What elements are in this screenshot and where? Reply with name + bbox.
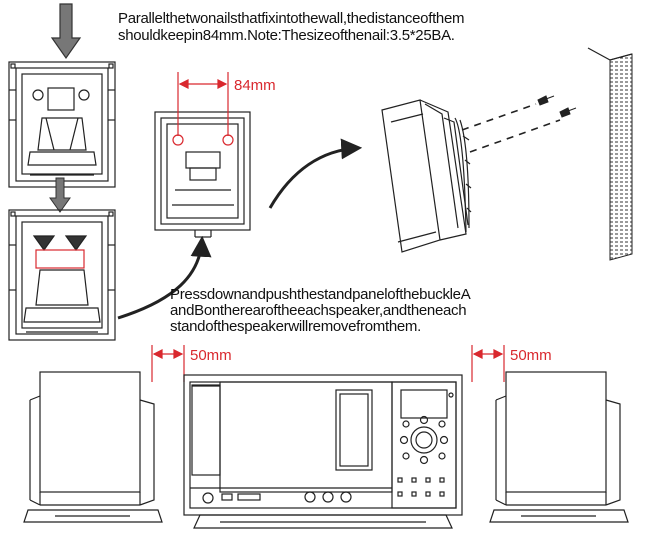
wall-mount-instruction-line-1: Parallelthetwonailsthatfixintothewall,th…	[118, 10, 465, 27]
speaker-right	[489, 371, 629, 523]
right-clearance-label: 50mm	[510, 347, 552, 364]
main-unit	[183, 374, 463, 529]
bracket-nail-spacing	[154, 111, 251, 238]
stand-removal-instruction-line-1: Pressdownandpushthestandpanelofthebuckle…	[170, 286, 471, 303]
right-clearance-dimension	[471, 345, 505, 382]
left-clearance-label: 50mm	[190, 347, 232, 364]
stand-removal-instruction-line-3: standofthespeakerwillremovefromthem.	[170, 318, 421, 335]
bracket-step-bottom	[8, 209, 116, 341]
speaker-left	[23, 371, 163, 523]
bracket-step-top	[8, 3, 116, 188]
wall	[587, 47, 633, 261]
wall-mount-instruction-line-2: shouldkeepin84mm.Note:Thesizeofthenail:3…	[118, 27, 455, 44]
curved-arrow-up	[117, 235, 212, 320]
down-arrow-icon	[49, 177, 71, 213]
nail-guide-lines	[461, 103, 561, 153]
stand-removal-instruction-line-2: andBontherearoftheeachspeaker,andtheneac…	[170, 302, 467, 319]
left-clearance-dimension	[151, 345, 185, 382]
nail-icon	[537, 95, 577, 118]
nail-spacing-dimension	[177, 72, 229, 136]
wall-speaker	[381, 99, 472, 253]
curved-arrow-right	[268, 138, 363, 209]
nail-spacing-label: 84mm	[234, 77, 276, 94]
